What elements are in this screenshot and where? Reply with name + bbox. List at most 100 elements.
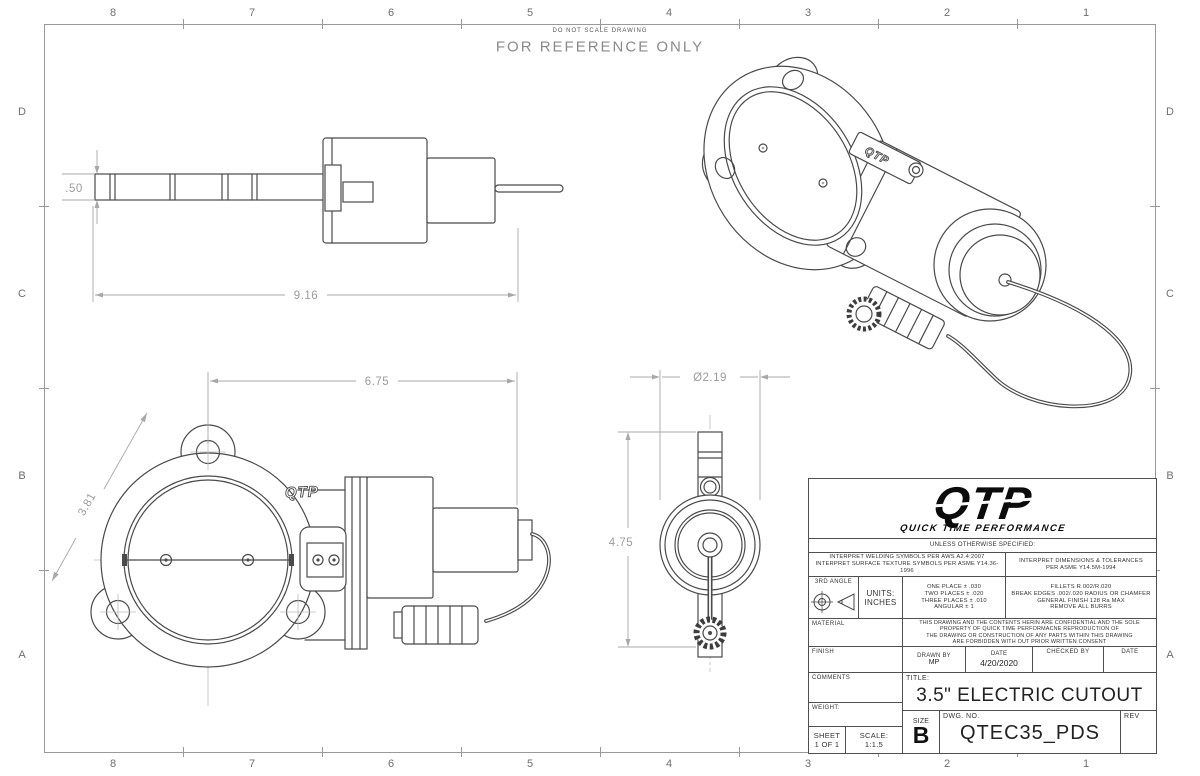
welding-note-line: INTERPRET WELDING SYMBOLS PER AWS A2.4:2…	[829, 554, 985, 561]
tolerance-line: ANGULAR ± 1	[934, 604, 974, 611]
zone-label-bottom: 6	[387, 758, 395, 770]
dimension-notes-cell: INTERPRET DIMENSIONS & TOLERANCES PER AS…	[1006, 553, 1156, 577]
tolerance-line: TWO PLACES ± .020	[924, 590, 984, 597]
qtp-logo: QTP	[927, 477, 1038, 529]
dim-width-text: 6.75	[365, 376, 389, 388]
scale-cell: SCALE: 1:1.5	[846, 727, 903, 753]
rev-cell: REV	[1121, 711, 1156, 753]
zone-tick	[1017, 19, 1018, 29]
zone-label-left: D	[18, 106, 26, 118]
scale-value: 1:1.5	[864, 740, 884, 749]
tolerance-line: THREE PLACES ± .010	[921, 597, 987, 604]
zone-tick	[739, 19, 740, 29]
finish-note-line: GENERAL FINISH 128 Ra MAX	[1037, 597, 1125, 604]
zone-tick	[600, 747, 601, 757]
side-view	[94, 137, 564, 244]
zone-tick	[1150, 206, 1160, 207]
dim-height-text: 4.75	[609, 537, 633, 549]
date-value: 4/20/2020	[980, 657, 1018, 668]
zone-label-bottom: 7	[248, 758, 256, 770]
end-view-dim-diameter: Ø2.19	[630, 370, 790, 500]
date-label: DATE	[990, 651, 1008, 658]
dwg-no-value: QTEC35_PDS	[959, 722, 1101, 744]
confidential-line: PROPERTY OF QUICK TIME PERFORMACNE REPRO…	[940, 626, 1119, 633]
zone-tick	[878, 19, 879, 29]
welding-notes-cell: INTERPRET WELDING SYMBOLS PER AWS A2.4:2…	[809, 553, 1006, 577]
zone-label-top: 4	[665, 7, 673, 19]
zone-label-bottom: 8	[109, 758, 117, 770]
sheet-cell: SHEET 1 OF 1	[809, 727, 846, 753]
front-view-dim-width: 6.75	[207, 372, 518, 505]
rev-label: REV	[1124, 713, 1140, 720]
zone-label-right: D	[1166, 106, 1174, 118]
zone-label-top: 5	[526, 7, 534, 19]
zone-tick	[183, 19, 184, 29]
zone-label-bottom: 3	[804, 758, 812, 770]
weight-cell: WEIGHT:	[809, 703, 903, 727]
zone-label-right: B	[1166, 470, 1174, 482]
zone-label-left: A	[18, 649, 26, 661]
title-label: TITLE:	[906, 675, 930, 682]
material-label: MATERIAL	[812, 621, 845, 627]
dimension-note-line: INTERPRET DIMENSIONS & TOLERANCES	[1019, 557, 1143, 564]
end-view	[659, 415, 761, 672]
zone-label-left: B	[18, 470, 26, 482]
finish-note-line: BREAK EDGES .002/.020 RADIUS OR CHAMFER	[1011, 590, 1151, 597]
zone-tick	[183, 747, 184, 757]
weight-label: WEIGHT:	[812, 705, 840, 711]
size-cell: SIZE B	[903, 711, 940, 753]
zone-tick	[461, 19, 462, 29]
zone-label-left: C	[18, 288, 26, 300]
zone-label-bottom: 5	[526, 758, 534, 770]
confidential-cell: THIS DRAWING AND THE CONTENTS HERIN ARE …	[903, 619, 1156, 647]
welding-note-line: INTERPRET SURFACE TEXTURE SYMBOLS PER AS…	[815, 561, 999, 574]
size-label: SIZE	[912, 717, 930, 725]
end-view-dim-height: 4.75	[609, 431, 696, 648]
zone-tick	[461, 747, 462, 757]
drawn-by-value: MP	[928, 659, 940, 667]
zone-tick	[322, 747, 323, 757]
confidential-line: ARE FORBIDDEN WITH OUT PRIOR WRITTEN CON…	[952, 638, 1107, 645]
zone-label-top: 7	[248, 7, 256, 19]
zone-label-top: 3	[804, 7, 812, 19]
confidential-line: THIS DRAWING AND THE CONTENTS HERIN ARE …	[919, 620, 1140, 627]
zone-label-bottom: 4	[665, 758, 673, 770]
title-block: QTP QUICK TIME PERFORMANCE UNLESS OTHERW…	[808, 477, 1157, 754]
third-angle-label: 3RD ANGLE	[814, 579, 853, 585]
zone-tick	[39, 570, 49, 571]
third-angle-cell: 3RD ANGLE	[809, 577, 859, 619]
title-cell: TITLE: 3.5" ELECTRIC CUTOUT	[903, 673, 1156, 711]
sheet-label: SHEET	[813, 731, 841, 740]
checked-by-label: CHECKED BY	[1046, 649, 1090, 655]
zone-label-bottom: 2	[943, 758, 951, 770]
checked-by-cell: CHECKED BY	[1033, 647, 1104, 673]
dimension-note-line: PER ASME Y14.5M-1994	[1046, 564, 1116, 571]
zone-label-top: 8	[109, 7, 117, 19]
zone-label-right: C	[1166, 288, 1174, 300]
zone-label-bottom: 1	[1082, 758, 1090, 770]
for-reference-only-note: FOR REFERENCE ONLY	[495, 38, 705, 56]
units-value: INCHES	[864, 597, 897, 607]
side-view-dim-thickness: .50	[62, 150, 100, 224]
unless-otherwise-cell: UNLESS OTHERWISE SPECIFIED:	[809, 539, 1156, 553]
finish-label: FINISH	[812, 649, 835, 655]
units-label: UNITS:	[866, 588, 895, 598]
zone-tick	[39, 388, 49, 389]
qtp-tagline: QUICK TIME PERFORMANCE	[898, 522, 1067, 534]
size-value: B	[912, 722, 930, 749]
dwg-no-label: DWG. NO.	[943, 713, 980, 720]
drawing-title: 3.5" ELECTRIC CUTOUT	[916, 685, 1143, 706]
material-cell: MATERIAL	[809, 619, 903, 647]
dim-bolt-spacing-text: 3.81	[76, 491, 98, 518]
checked-date-cell: DATE	[1104, 647, 1156, 673]
zone-label-top: 1	[1082, 7, 1090, 19]
scale-label: SCALE:	[859, 731, 889, 740]
front-qtp-logo: QTP	[285, 483, 319, 501]
do-not-scale-note: DO NOT SCALE DRAWING	[552, 28, 648, 34]
zone-label-right: A	[1166, 649, 1174, 661]
finish-cell: FINISH	[809, 647, 903, 673]
zone-tick	[39, 206, 49, 207]
drawn-by-label: DRAWN BY	[917, 652, 951, 659]
